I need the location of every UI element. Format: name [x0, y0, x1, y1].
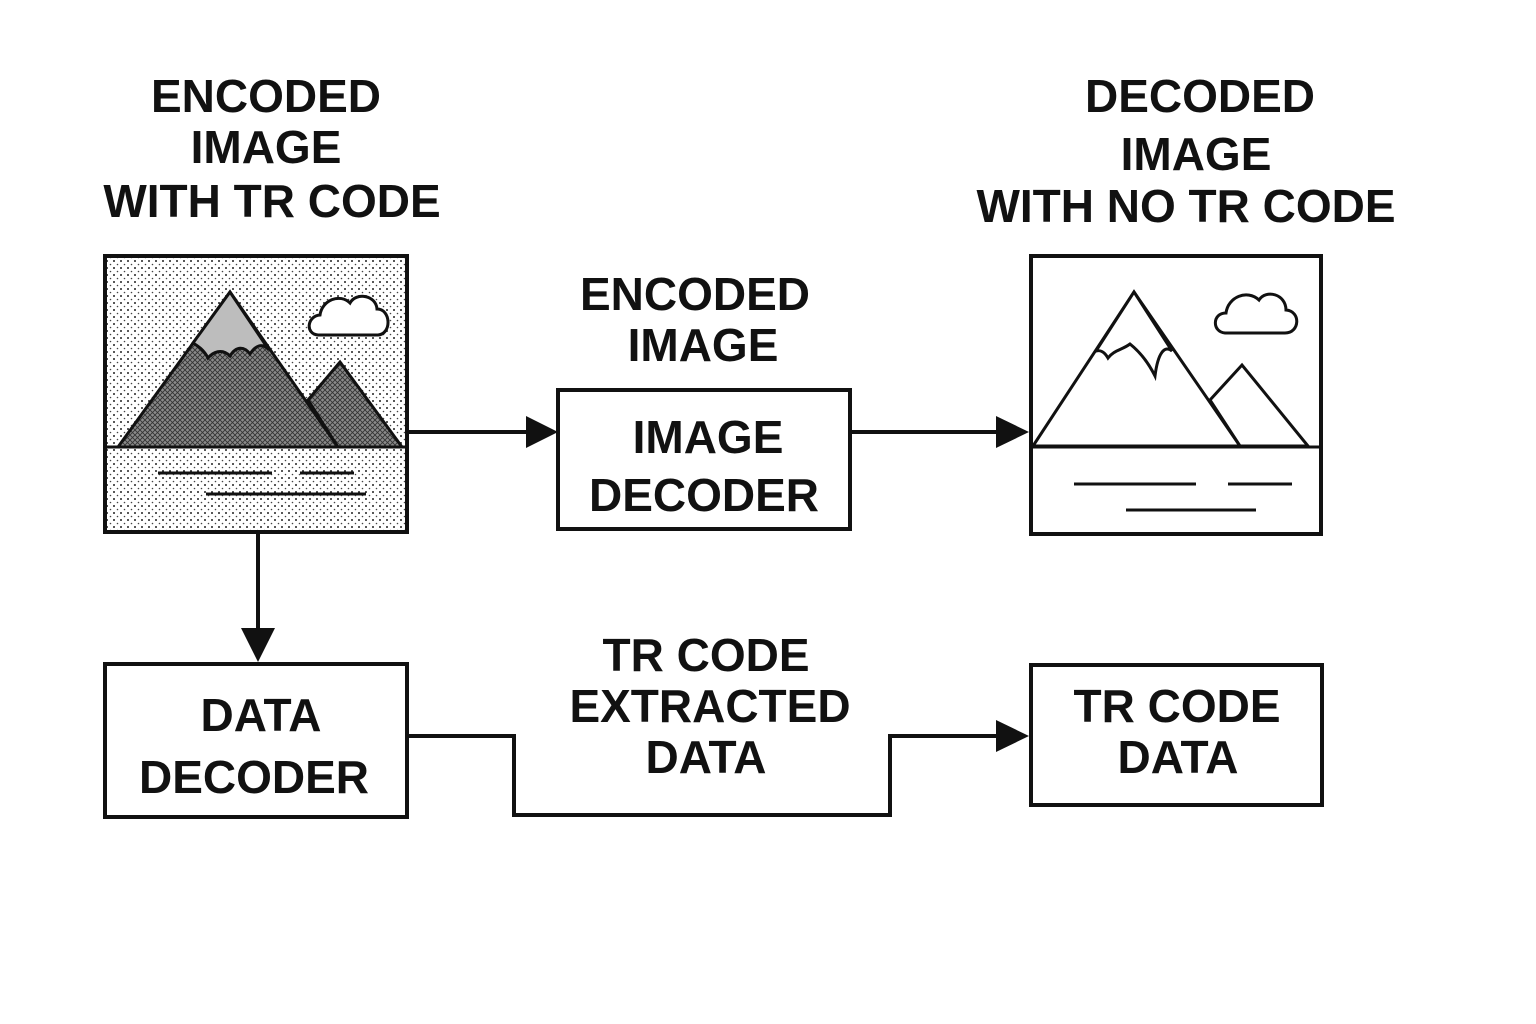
encoded-image-with-tr-code-title: ENCODED IMAGE WITH TR CODE	[103, 70, 440, 227]
data-decoder-box: DATA DECODER	[103, 662, 409, 819]
box-line-1: TR CODE	[1074, 680, 1281, 732]
encoded-image-label: ENCODED IMAGE	[580, 268, 810, 371]
arrow-data-decoder-to-tr-code-data	[407, 720, 1029, 817]
box-line-2: DECODER	[589, 469, 819, 521]
title-line-3: WITH TR CODE	[103, 175, 440, 227]
arrow-image-decoder-to-output	[850, 416, 1029, 448]
label-line-3: DATA	[646, 731, 767, 783]
box-line-2: DECODER	[139, 751, 369, 803]
tr-code-extracted-data-label: TR CODE EXTRACTED DATA	[569, 629, 850, 783]
title-line-1: ENCODED	[151, 70, 381, 122]
label-line-2: IMAGE	[628, 319, 779, 371]
label-line-1: TR CODE	[603, 629, 810, 681]
box-line-1: DATA	[201, 689, 322, 741]
landscape-mountain-cloud-icon-dotted	[103, 254, 409, 534]
title-line-2: IMAGE	[191, 121, 342, 173]
label-line-2: EXTRACTED	[569, 680, 850, 732]
box-line-1: IMAGE	[633, 411, 784, 463]
title-line-1: DECODED	[1085, 70, 1315, 122]
arrow-input-to-image-decoder	[407, 416, 558, 448]
box-line-2: DATA	[1118, 731, 1239, 783]
image-decoder-box: IMAGE DECODER	[556, 388, 852, 531]
landscape-mountain-cloud-icon-clean	[1029, 254, 1323, 536]
title-line-3: WITH NO TR CODE	[976, 180, 1395, 232]
label-line-1: ENCODED	[580, 268, 810, 320]
title-line-2: IMAGE	[1121, 128, 1272, 180]
arrow-input-to-data-decoder	[241, 532, 275, 662]
tr-code-data-box: TR CODE DATA	[1029, 663, 1324, 807]
decoded-image-with-no-tr-code-title: DECODED IMAGE WITH NO TR CODE	[976, 70, 1395, 232]
